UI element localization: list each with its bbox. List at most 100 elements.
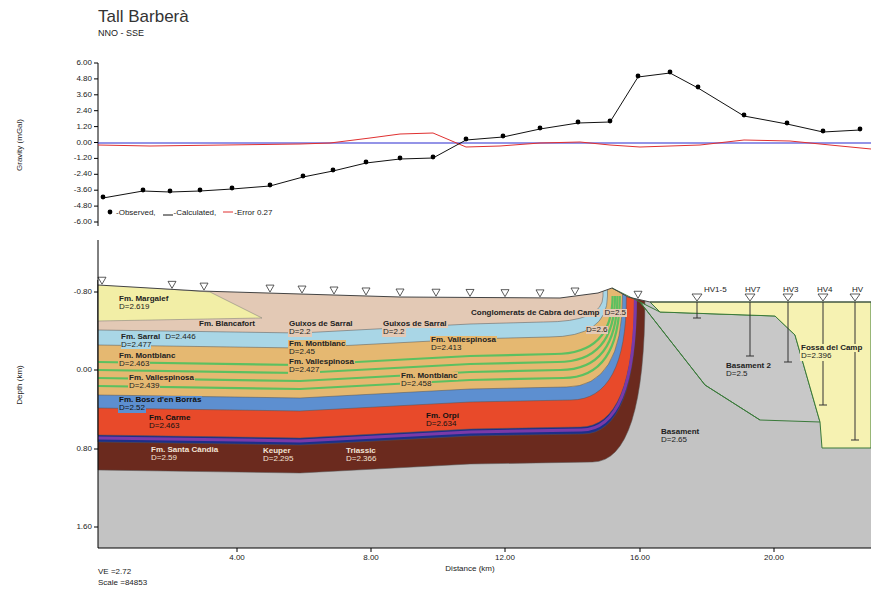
unit-name: Keuper	[262, 447, 292, 455]
observed-point	[301, 174, 306, 179]
annotation: Distance (km)	[445, 565, 494, 573]
well-line	[855, 302, 856, 440]
observed-point	[858, 127, 863, 132]
annotation: HV1-5	[704, 286, 727, 294]
tick-label: 3.60	[76, 91, 92, 99]
formation-unit: KeuperD=2.295	[262, 447, 294, 464]
station-marker	[396, 289, 404, 296]
well-bottom	[746, 356, 754, 357]
topography-line	[98, 285, 871, 302]
axis-tick	[94, 222, 98, 223]
observed-point	[230, 186, 235, 191]
well-marker	[745, 294, 755, 301]
density-value: D=2.439	[128, 382, 160, 390]
unit-name: Guixos de Sarral	[288, 320, 354, 328]
observed-point	[331, 168, 336, 173]
unit-name: Fm. Carme	[148, 414, 191, 422]
fossa-basin	[650, 302, 871, 448]
annotation: HV3	[783, 286, 799, 294]
station-marker	[634, 291, 642, 298]
observed-point	[268, 183, 273, 188]
formation-unit: Fm. Santa CàndiaD=2.59	[150, 446, 219, 463]
formation-unit: Guixos de SarralD=2.2	[382, 320, 448, 337]
unit-name: Fossa del Camp	[800, 344, 863, 352]
error-line	[98, 133, 871, 149]
tick-label: -3.60	[74, 186, 92, 194]
formation-layer	[98, 280, 626, 411]
well-line	[697, 302, 698, 318]
tick-label: 2.40	[76, 107, 92, 115]
axis-tick	[94, 174, 98, 175]
density-value: D=2.65	[660, 436, 688, 444]
density-value: D=2.463	[148, 422, 180, 430]
formation-unit: Fm. VallespinosaD=2.413	[430, 336, 497, 353]
axis-tick	[371, 548, 372, 552]
tick-label: 20.00	[764, 554, 784, 562]
zero-line	[98, 142, 871, 143]
tick-label: 12.00	[495, 554, 515, 562]
well-bottom	[784, 362, 792, 363]
axis-tick	[94, 78, 98, 79]
well-line	[750, 302, 751, 356]
observed-point	[431, 155, 436, 160]
formation-unit: Fm. Bosc d'en BorràsD=2.52	[118, 396, 202, 413]
density-value: D=2.45	[288, 348, 316, 356]
density-value: D=2.458	[400, 380, 432, 388]
calculated-line	[103, 73, 860, 198]
well-marker	[783, 294, 793, 301]
legend-sample	[223, 212, 233, 213]
basement-boundary	[612, 288, 760, 420]
legend-text: -Observed,	[116, 208, 156, 217]
well-line	[788, 302, 789, 362]
observed-point	[198, 188, 203, 193]
observed-point	[398, 156, 403, 161]
legend-sample	[162, 207, 174, 217]
tick-label: -2.40	[74, 170, 92, 178]
observed-point	[821, 129, 826, 134]
annotation: HV	[852, 286, 863, 294]
axis-tick	[94, 292, 98, 293]
formation-unit: Fm. MontblancD=2.45	[288, 340, 346, 357]
tick-label: 16.00	[630, 554, 650, 562]
annotation: D=2.6	[586, 326, 608, 334]
axis-tick	[94, 126, 98, 127]
density-value: D=2.446	[164, 333, 196, 341]
annotation: Depth (km)	[16, 365, 24, 405]
density-value: D=2.2	[382, 328, 406, 336]
observed-point	[364, 160, 369, 165]
station-marker	[168, 281, 176, 288]
tick-label: 1.60	[76, 523, 92, 531]
axis-tick	[94, 94, 98, 95]
unit-name: Fm. Vallespinosa	[430, 336, 497, 344]
annotation: Gravity (mGal)	[16, 119, 24, 171]
axis-tick	[94, 370, 98, 371]
density-value: D=2.463	[118, 360, 150, 368]
unit-name: Fm. Santa Càndia	[150, 446, 219, 454]
observed-point	[785, 121, 790, 126]
unit-name: Guixos de Sarral	[382, 320, 448, 328]
observed-point	[742, 113, 747, 118]
annotation: NNO - SSE	[98, 29, 144, 38]
axis-tick	[237, 548, 238, 552]
well-marker	[850, 294, 860, 301]
tick-label: 0.80	[76, 445, 92, 453]
formation-unit: Fm. OrpíD=2.634	[425, 412, 460, 429]
observed-point	[101, 195, 106, 200]
title: Tall Barberà	[98, 8, 189, 25]
axis-tick	[94, 63, 98, 64]
unit-name: Fm. Sarral	[120, 333, 161, 341]
axis-tick	[774, 548, 775, 552]
unit-name: Triassic	[345, 447, 377, 455]
unit-name: Fm. Vallespinosa	[128, 374, 195, 382]
tick-label: 4.00	[229, 554, 245, 562]
tick-label: 4.80	[76, 75, 92, 83]
axis-tick	[94, 142, 98, 143]
tick-label: 8.00	[363, 554, 379, 562]
formation-unit: Conglomerats de Cabra del CampD=2.5	[470, 309, 630, 317]
formation-unit: BasamentD=2.65	[660, 428, 700, 445]
legend-sample	[104, 207, 116, 217]
legend: -Observed,-Calculated,-Error 0.27	[104, 207, 279, 217]
formation-unit: Basament 2D=2.5	[725, 362, 772, 379]
tick-label: 1.20	[76, 123, 92, 131]
observed-point	[538, 126, 543, 131]
